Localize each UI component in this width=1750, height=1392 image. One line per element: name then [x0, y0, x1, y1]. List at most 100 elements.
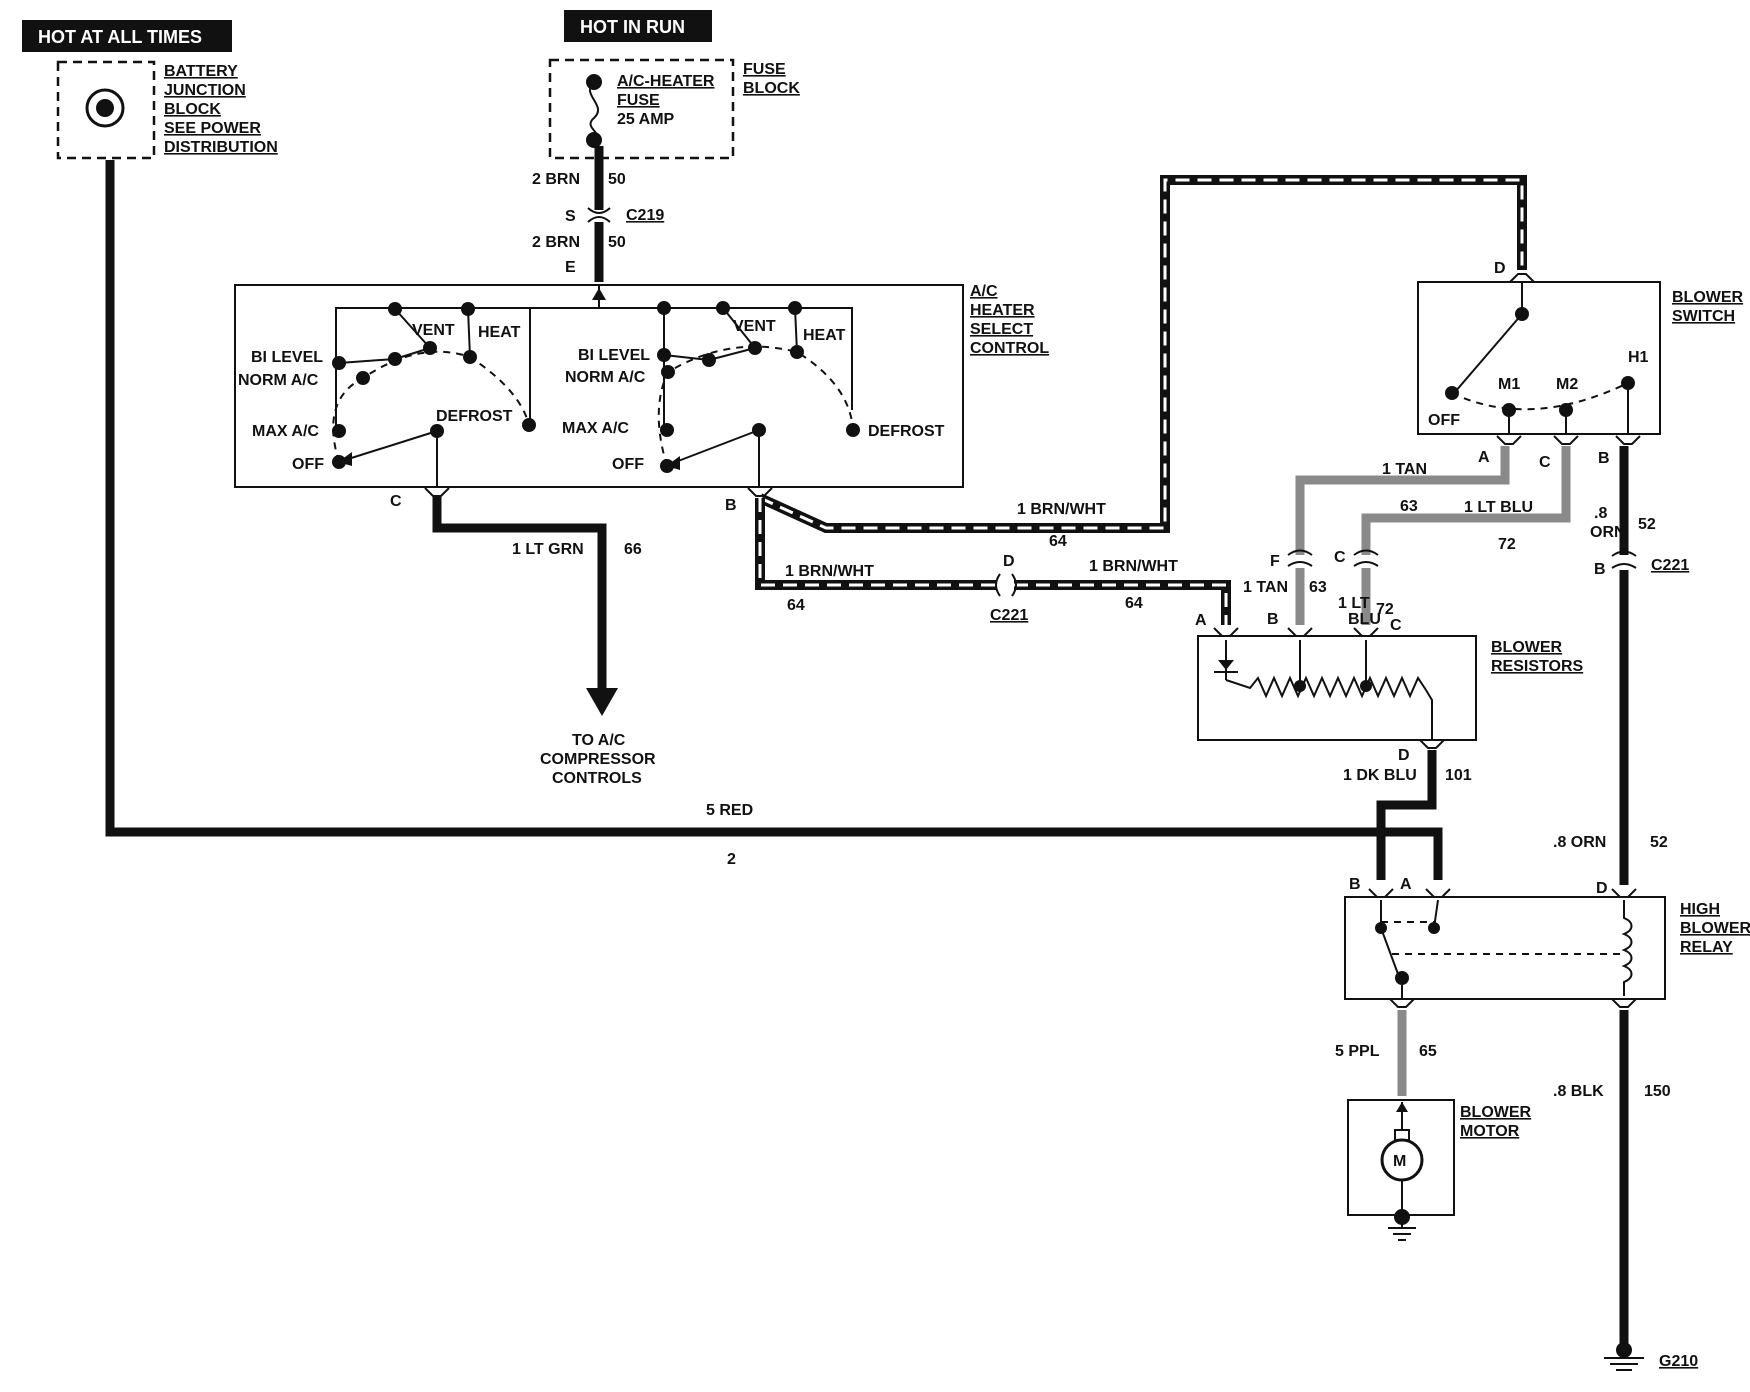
blower-switch-m2-label: M2 [1556, 376, 1578, 393]
relay-pin-a: A [1400, 876, 1412, 893]
wire-red-label: 5 RED [706, 802, 753, 819]
fuse-block: A/C-HEATER FUSE 25 AMP FUSE BLOCK [548, 58, 800, 160]
blower-motor-line-2: MOTOR [1460, 1123, 1520, 1140]
wire-lt-grn-label: 1 LT GRN [512, 541, 584, 558]
wire-brn-wht-to-resistors: 1 BRN/WHT 64 D C221 1 BRN/WHT 64 [755, 498, 1231, 625]
battery-block-line-1: BATTERY [164, 63, 238, 80]
relay-line-3: RELAY [1680, 939, 1733, 956]
wire-101-label: 101 [1445, 767, 1472, 784]
compressor-line-1: TO A/C [572, 732, 626, 749]
switch-pin-b: B [1598, 450, 1610, 467]
left-heat-label: HEAT [478, 324, 521, 341]
wire-brn-wht-label-lower-left: 1 BRN/WHT [785, 563, 874, 580]
blower-resistors-line-2: RESISTORS [1491, 658, 1584, 675]
wire-63-label-lower: 63 [1309, 579, 1327, 596]
fuse-line-1: A/C-HEATER [617, 73, 715, 90]
select-pin-c-connector [424, 487, 450, 497]
wire-2-label: 2 [727, 851, 736, 868]
battery-block-line-3: BLOCK [164, 101, 221, 118]
blower-switch-off-label: OFF [1428, 412, 1460, 429]
hot-in-run-label: HOT IN RUN [580, 17, 685, 37]
wire-orn-label-lower: .8 ORN [1553, 834, 1606, 851]
wire-64-label-upper: 64 [1049, 533, 1067, 550]
fuse-line-2: FUSE [617, 92, 660, 109]
connector-f-top [1287, 549, 1313, 556]
fuse-block-line-2: BLOCK [743, 80, 800, 97]
relay-ground-connector [1611, 998, 1637, 1008]
compressor-line-3: CONTROLS [552, 770, 642, 787]
wire-lt-grn-66: 1 LT GRN 66 TO A/C COMPRESSOR CONTROLS [432, 496, 656, 787]
c221-right-pin-b: B [1594, 561, 1606, 578]
blower-switch-line-1: BLOWER [1672, 289, 1744, 306]
relay-pin-b: B [1349, 876, 1361, 893]
switch-pin-d: D [1494, 260, 1506, 277]
wire-66-label: 66 [624, 541, 642, 558]
wire-150-label: 150 [1644, 1083, 1671, 1100]
blower-motor: BLOWER MOTOR M [1347, 1099, 1532, 1241]
wire-tan-label-upper: 1 TAN [1382, 461, 1427, 478]
left-max-ac-label: MAX A/C [252, 423, 319, 440]
wire-orn-split-2: ORN [1590, 524, 1626, 541]
wire-lt-blu-split-1: 1 LT [1338, 595, 1370, 612]
relay-coil-icon [1621, 900, 1633, 996]
relay-pin-b-connector [1368, 888, 1394, 898]
resistor-pin-c: C [1390, 617, 1402, 634]
blower-switch-m1-label: M1 [1498, 376, 1520, 393]
hot-at-all-times-tag: HOT AT ALL TIMES [22, 20, 232, 52]
switch-pin-a-connector [1496, 435, 1522, 445]
resistor-pin-b-connector [1287, 627, 1313, 637]
fuse-icon [588, 81, 600, 141]
connector-c-bottom [1353, 561, 1379, 567]
wire-dk-blu-101: 1 DK BLU 101 [1343, 750, 1472, 880]
wire-brn-label-top: 2 BRN [532, 171, 580, 188]
connector-c-top [1353, 549, 1379, 556]
wire-64-label-lower-left: 64 [787, 597, 805, 614]
wire-tan-63: 1 TAN 63 F 1 TAN 63 [1243, 446, 1510, 625]
switch-pin-d-connector [1509, 273, 1535, 283]
compressor-line-2: COMPRESSOR [540, 751, 656, 768]
select-control: A/C HEATER SELECT CONTROL VENT HEAT BI L… [234, 283, 1049, 514]
pin-s: S [565, 208, 576, 225]
select-control-line-3: SELECT [970, 321, 1033, 338]
wire-50-label-bottom: 50 [608, 234, 626, 251]
wire-lt-blu-72: 1 LT BLU 72 C 1 LT BLU 72 [1334, 446, 1571, 628]
battery-block-line-5: DISTRIBUTION [164, 139, 278, 156]
battery-block-line-4: SEE POWER [164, 120, 261, 137]
relay-out-connector [1389, 998, 1415, 1008]
connector-c221-right-top [1611, 550, 1637, 557]
battery-junction-block: BATTERY JUNCTION BLOCK SEE POWER DISTRIB… [56, 60, 278, 160]
right-max-ac-label: MAX A/C [562, 420, 629, 437]
relay-pin-d: D [1596, 880, 1608, 897]
wire-red-2: 5 RED 2 [105, 160, 1443, 880]
select-pin-b: B [725, 497, 737, 514]
connector-c221-right [1011, 573, 1017, 597]
resistor-pin-c-connector [1353, 627, 1379, 637]
connector-f-bottom [1287, 561, 1313, 567]
left-off-label: OFF [292, 456, 324, 473]
wire-brn-wht-label-upper: 1 BRN/WHT [1017, 501, 1106, 518]
resistor-pin-d: D [1398, 747, 1410, 764]
right-off-label: OFF [612, 456, 644, 473]
wire-orn-52: .8 ORN 52 B C221 .8 ORN 52 [1553, 446, 1689, 885]
connector-c219-top [587, 207, 611, 214]
connector-c219-bottom [587, 216, 611, 223]
blower-resistors: BLOWER RESISTORS A B C D [1195, 611, 1584, 764]
blower-switch-h1-label: H1 [1628, 349, 1649, 366]
wire-brn-wht-label-lower-right: 1 BRN/WHT [1089, 558, 1178, 575]
switch-pin-b-connector [1615, 435, 1641, 445]
right-heat-label: HEAT [803, 327, 846, 344]
wire-tan-label-lower: 1 TAN [1243, 579, 1288, 596]
pin-e: E [565, 259, 576, 276]
battery-terminal-icon [85, 88, 125, 128]
connector-c221-right-bottom [1611, 563, 1637, 569]
connector-c221-label-left: C221 [990, 607, 1028, 624]
wire-ppl-65: 5 PPL 65 [1335, 1010, 1437, 1096]
wire-blk-150: .8 BLK 150 G210 [1553, 1010, 1698, 1371]
wire-brn-label-bottom: 2 BRN [532, 234, 580, 251]
left-norm-ac-label: NORM A/C [238, 372, 319, 389]
thermal-limiter-icon [1218, 660, 1234, 670]
hot-in-run-tag: HOT IN RUN [564, 10, 712, 42]
wire-50-label-top: 50 [608, 171, 626, 188]
wire-orn-split-1: .8 [1594, 505, 1607, 522]
